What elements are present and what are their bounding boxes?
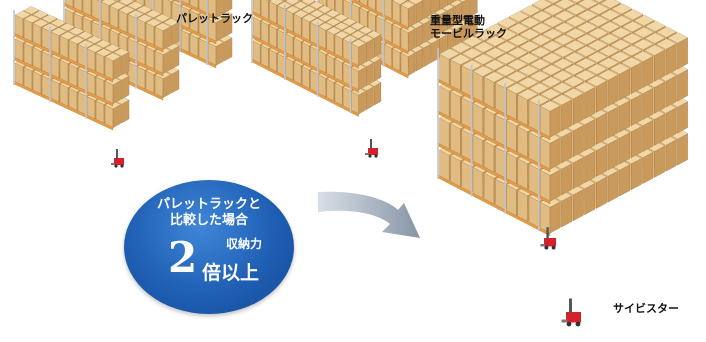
badge-multiplier-suffix: 倍以上 <box>202 262 260 284</box>
pallet-rack-group <box>13 0 233 168</box>
capacity-badge: パレットラックと 比較した場合 収納力 2 倍以上 <box>124 180 294 314</box>
mobile-rack-label: 重量型電動 モービルラック <box>430 14 507 40</box>
mobile-rack-label-line2: モービルラック <box>430 27 507 40</box>
saivister-label-text: サイビスター <box>613 302 679 315</box>
pallet-rack-label-text: パレットラック <box>176 12 253 25</box>
mobile-rack-group <box>251 0 478 158</box>
badge-line2: 比較した場合 <box>169 213 248 228</box>
saivister-warehouse-group <box>437 0 689 327</box>
badge-capacity-label: 収納力 <box>226 237 263 251</box>
comparison-arrow-icon <box>318 191 420 238</box>
badge-multiplier: 2 <box>168 233 198 282</box>
mobile-rack-label-line1: 重量型電動 <box>430 14 485 27</box>
badge-line1: パレットラックと <box>156 197 261 212</box>
saivister-label: サイビスター <box>613 302 679 315</box>
pallet-rack-label: パレットラック <box>176 12 253 25</box>
